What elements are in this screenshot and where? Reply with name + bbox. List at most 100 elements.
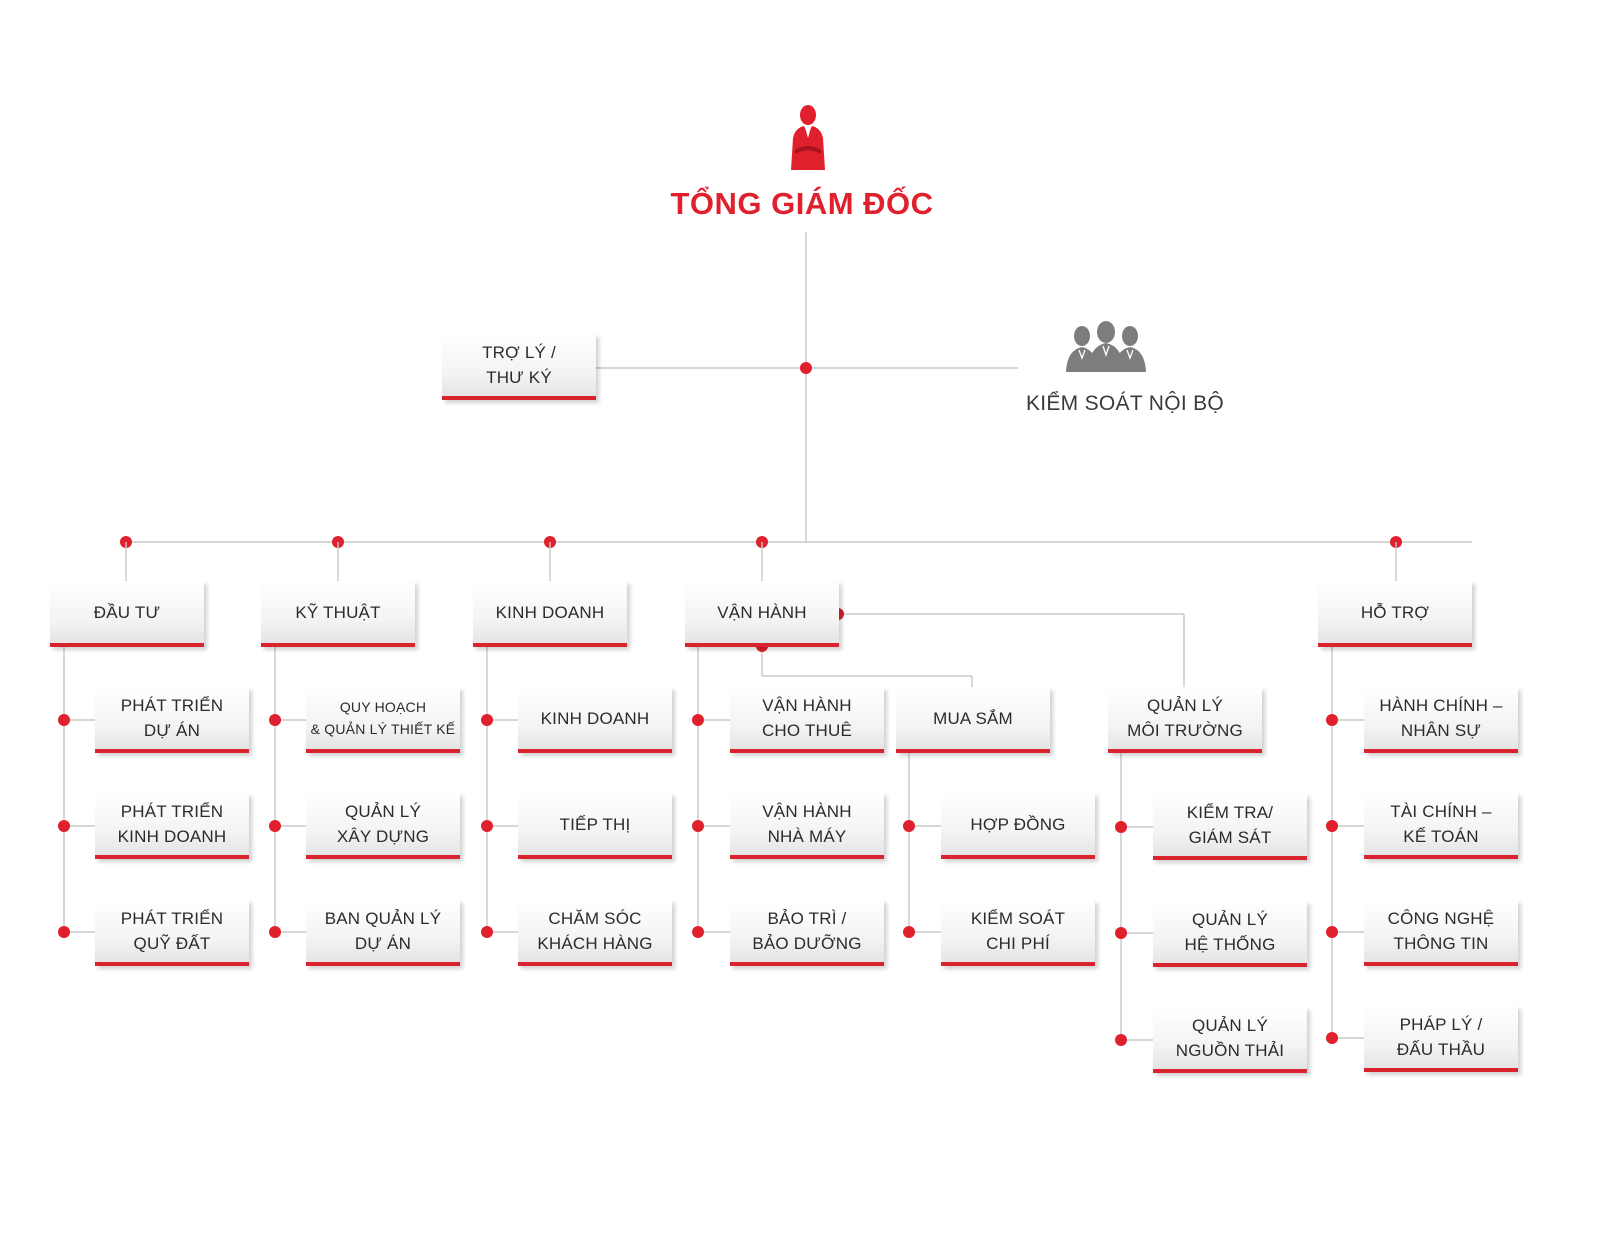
box-line: BẢO DƯỠNG <box>752 934 862 953</box>
division-technical[interactable]: KỸ THUẬT <box>261 581 415 647</box>
connector-dot <box>1326 926 1338 938</box>
connector-dot <box>481 926 493 938</box>
box-line: KỸ THUẬT <box>295 602 381 622</box>
box-line: KINH DOANH <box>495 602 605 622</box>
box-line: XÂY DỰNG <box>336 827 430 846</box>
unit-box[interactable]: KIỂM TRA/ GIÁM SÁT <box>1153 794 1307 860</box>
unit-box[interactable]: VẬN HÀNH NHÀ MÁY <box>730 793 884 859</box>
box-line: CHĂM SÓC <box>548 909 642 928</box>
unit-box[interactable]: CHĂM SÓC KHÁCH HÀNG <box>518 900 672 966</box>
unit-box[interactable]: PHÁP LÝ / ĐẤU THẦU <box>1364 1006 1518 1072</box>
division-business[interactable]: KINH DOANH <box>473 581 627 647</box>
unit-box[interactable]: KIỂM SOÁT CHI PHÍ <box>941 900 1095 966</box>
box-line: PHÁT TRIỂN <box>120 696 224 715</box>
box-line: THƯ KÝ <box>486 368 552 387</box>
division-environment[interactable]: QUẢN LÝ MÔI TRƯỜNG <box>1108 687 1262 753</box>
division-operations[interactable]: VẬN HÀNH <box>685 581 839 647</box>
unit-box[interactable]: HỢP ĐỒNG <box>941 793 1095 859</box>
connector-dot <box>692 820 704 832</box>
connector-dot <box>1326 714 1338 726</box>
box-line: VẬN HÀNH <box>762 696 852 715</box>
unit-box[interactable]: QUẢN LÝ HỆ THỐNG <box>1153 901 1307 967</box>
box-line: KIỂM SOÁT <box>970 909 1066 928</box>
box-line: PHÁT TRIỂN <box>120 909 224 928</box>
connector-dot <box>58 714 70 726</box>
internal-control-title: KIỂM SOÁT NỘI BỘ <box>1025 392 1225 415</box>
connector-dot <box>800 362 812 374</box>
box-line: THÔNG TIN <box>1393 934 1489 953</box>
box-line: ĐẤU THẦU <box>1396 1040 1486 1059</box>
unit-box[interactable]: BAN QUẢN LÝ DỰ ÁN <box>306 900 460 966</box>
box-line: QUẢN LÝ <box>1146 696 1224 715</box>
box-line: MUA SẮM <box>933 708 1013 728</box>
unit-box[interactable]: KINH DOANH <box>518 687 672 753</box>
connector-dot <box>1115 821 1127 833</box>
box-line: HỖ TRỢ <box>1360 602 1430 622</box>
unit-box[interactable]: QUẢN LÝ XÂY DỰNG <box>306 793 460 859</box>
connector-dot <box>692 926 704 938</box>
box-line: QUẢN LÝ <box>1191 910 1269 929</box>
unit-box[interactable]: QUY HOẠCH & QUẢN LÝ THIẾT KẾ <box>306 687 460 753</box>
box-line: HÀNH CHÍNH – <box>1379 696 1503 715</box>
division-support[interactable]: HỖ TRỢ <box>1318 581 1472 647</box>
unit-box[interactable]: QUẢN LÝ NGUỒN THẢI <box>1153 1007 1307 1073</box>
box-line: PHÁT TRIỂN <box>120 802 224 821</box>
person-icon <box>791 105 825 170</box>
box-line: & QUẢN LÝ THIẾT KẾ <box>310 721 456 737</box>
box-line: VẬN HÀNH <box>717 602 807 622</box>
box-line: QUY HOẠCH <box>339 699 427 715</box>
connector-dot <box>1326 1032 1338 1044</box>
box-line: CHI PHÍ <box>986 934 1050 953</box>
box-line: NHÂN SỰ <box>1400 721 1482 740</box>
box-line: KINH DOANH <box>117 827 227 846</box>
box-line: CHO THUÊ <box>761 721 853 740</box>
connector-dot <box>269 820 281 832</box>
box-line: QUẢN LÝ <box>344 802 422 821</box>
box-line: VẬN HÀNH <box>762 802 852 821</box>
box-line: DỰ ÁN <box>354 934 412 953</box>
box-line: MÔI TRƯỜNG <box>1127 721 1243 740</box>
box-line: KIỂM TRA/ <box>1186 803 1274 822</box>
unit-box[interactable]: BẢO TRÌ / BẢO DƯỠNG <box>730 900 884 966</box>
box-line: CÔNG NGHỆ <box>1387 909 1495 928</box>
division-procurement[interactable]: MUA SẮM <box>896 687 1050 753</box>
connector-dot <box>1115 1034 1127 1046</box>
box-line: BẢO TRÌ / <box>767 909 847 928</box>
box-line: HỆ THỐNG <box>1184 935 1276 954</box>
group-icon <box>1066 321 1146 372</box>
box-line: NHÀ MÁY <box>767 827 847 846</box>
box-line: HỢP ĐỒNG <box>970 814 1066 834</box>
connector-dot <box>58 926 70 938</box>
box-line: QUẢN LÝ <box>1191 1016 1269 1035</box>
connector-dot <box>1115 927 1127 939</box>
box-line: TRỢ LÝ / <box>482 343 556 362</box>
box-line: QUỸ ĐẤT <box>133 934 211 953</box>
division-investment[interactable]: ĐẦU TƯ <box>50 581 204 647</box>
assistant-box[interactable]: TRỢ LÝ / THƯ KÝ <box>442 334 596 400</box>
connector-dot <box>1326 820 1338 832</box>
box-line: GIÁM SÁT <box>1188 828 1272 847</box>
box-line: DỰ ÁN <box>143 721 201 740</box>
connector-dot <box>692 714 704 726</box>
connector-dot <box>269 926 281 938</box>
unit-box[interactable]: VẬN HÀNH CHO THUÊ <box>730 687 884 753</box>
box-line: TIẾP THỊ <box>559 814 631 834</box>
box-line: KẾ TOÁN <box>1403 827 1479 846</box>
box-line: PHÁP LÝ / <box>1399 1015 1483 1034</box>
unit-box[interactable]: PHÁT TRIỂN KINH DOANH <box>95 793 249 859</box>
ceo-title: TỔNG GIÁM ĐỐC <box>670 186 934 221</box>
unit-box[interactable]: TIẾP THỊ <box>518 793 672 859</box>
box-line: NGUỒN THẢI <box>1175 1041 1285 1060</box>
box-line: BAN QUẢN LÝ <box>324 909 442 928</box>
unit-box[interactable]: PHÁT TRIỂN QUỸ ĐẤT <box>95 900 249 966</box>
unit-box[interactable]: PHÁT TRIỂN DỰ ÁN <box>95 687 249 753</box>
connector-dot <box>903 820 915 832</box>
connector-dot <box>903 926 915 938</box>
connector-dot <box>481 714 493 726</box>
box-line: KINH DOANH <box>540 708 650 728</box>
unit-box[interactable]: TÀI CHÍNH – KẾ TOÁN <box>1364 793 1518 859</box>
unit-box[interactable]: HÀNH CHÍNH – NHÂN SỰ <box>1364 687 1518 753</box>
unit-box[interactable]: CÔNG NGHỆ THÔNG TIN <box>1364 900 1518 966</box>
box-line: TÀI CHÍNH – <box>1390 802 1492 821</box>
